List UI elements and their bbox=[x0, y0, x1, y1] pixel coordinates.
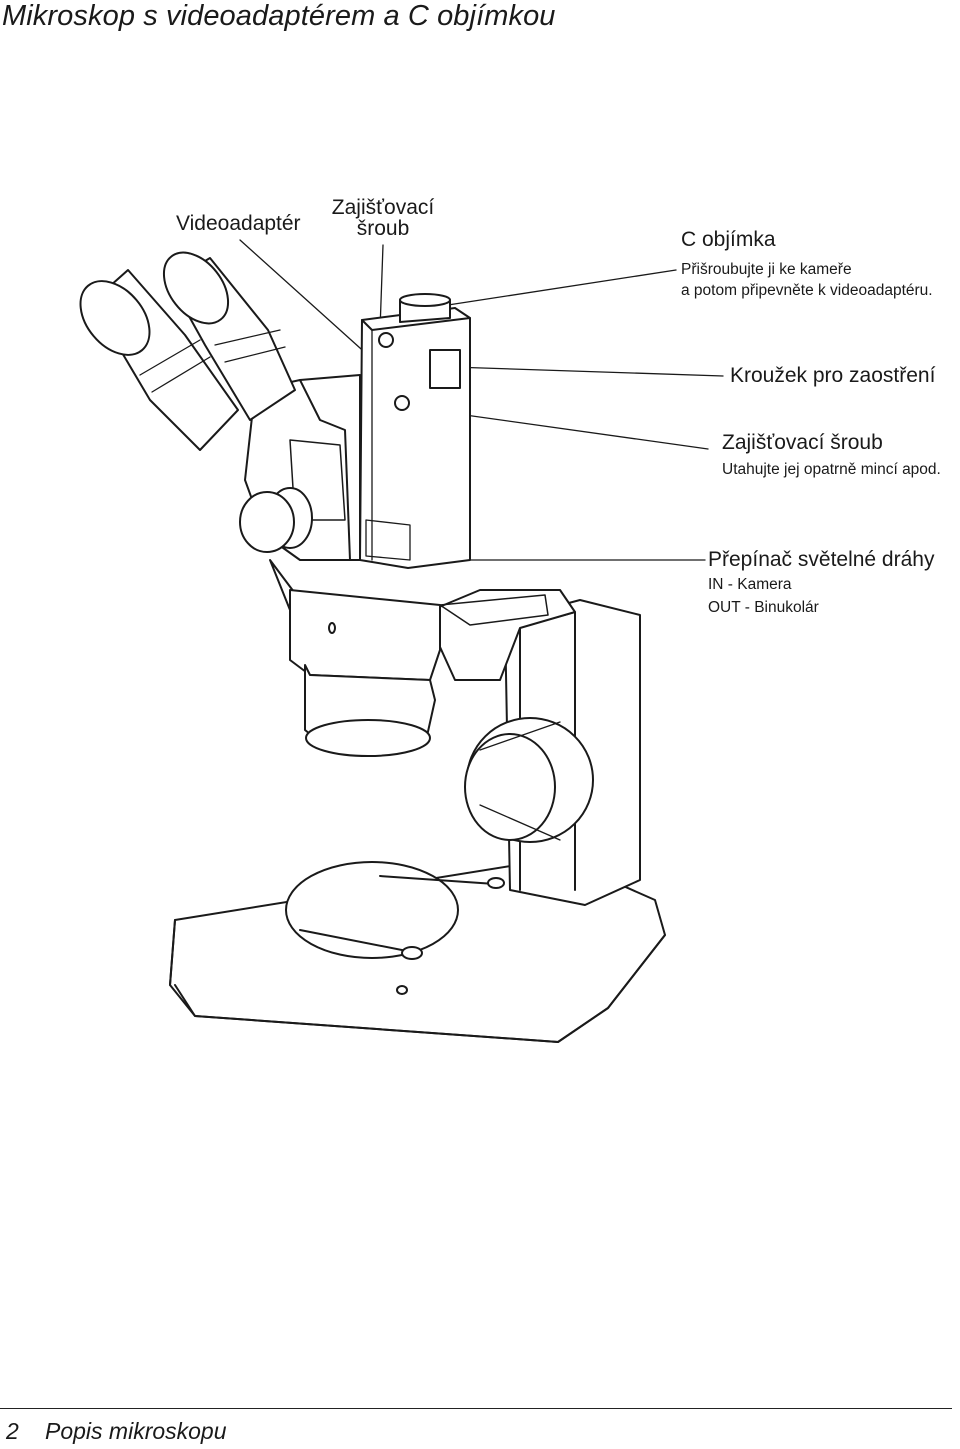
label-lock-screw-side: Zajišťovací šroub bbox=[722, 431, 883, 454]
stage-plate bbox=[285, 861, 459, 959]
leader-lock-screw-top bbox=[379, 244, 384, 331]
label-focus-ring: Kroužek pro zaostření bbox=[730, 364, 936, 387]
objective-body bbox=[289, 589, 441, 757]
label-c-mount: C objímka bbox=[681, 228, 776, 251]
label-light-path-switch: Přepínač světelné dráhy bbox=[708, 548, 935, 571]
video-adapter-tower bbox=[359, 293, 471, 569]
label-lock-screw-top-line2: šroub bbox=[356, 217, 410, 240]
stage-clip-right bbox=[487, 877, 505, 889]
stage-clip-left bbox=[401, 946, 423, 960]
focus-knob bbox=[464, 717, 594, 843]
head-knob bbox=[239, 487, 313, 553]
focus-ring-window bbox=[429, 349, 461, 389]
label-videoadapter: Videoadaptér bbox=[176, 212, 301, 235]
label-lock-screw-side-note: Utahujte jej opatrně mincí apod. bbox=[722, 461, 941, 478]
footer-rule bbox=[0, 1408, 952, 1409]
leader-videoadapter bbox=[239, 239, 371, 358]
page-number: 2 bbox=[6, 1418, 19, 1444]
side-lock-screw bbox=[394, 395, 410, 411]
label-light-path-in: IN - Kamera bbox=[708, 576, 792, 593]
label-lock-screw-top: Zajišťovací šroub bbox=[329, 197, 437, 239]
leader-focus-ring bbox=[451, 366, 724, 377]
top-lock-screw bbox=[378, 332, 394, 348]
page-title: Mikroskop s videoadaptérem a C objímkou bbox=[2, 0, 556, 32]
label-light-path-out: OUT - Binukolár bbox=[708, 599, 819, 616]
label-c-mount-note-line1: Přišroubujte ji ke kameře bbox=[681, 261, 852, 278]
stand-base bbox=[169, 857, 666, 1043]
eyepieces bbox=[79, 251, 296, 451]
label-lock-screw-top-line1: Zajišťovací bbox=[331, 196, 435, 219]
footer-section-title: Popis mikroskopu bbox=[45, 1418, 227, 1444]
label-c-mount-note-line2: a potom připevněte k videoadaptéru. bbox=[681, 282, 933, 299]
leader-c-mount bbox=[447, 269, 677, 306]
